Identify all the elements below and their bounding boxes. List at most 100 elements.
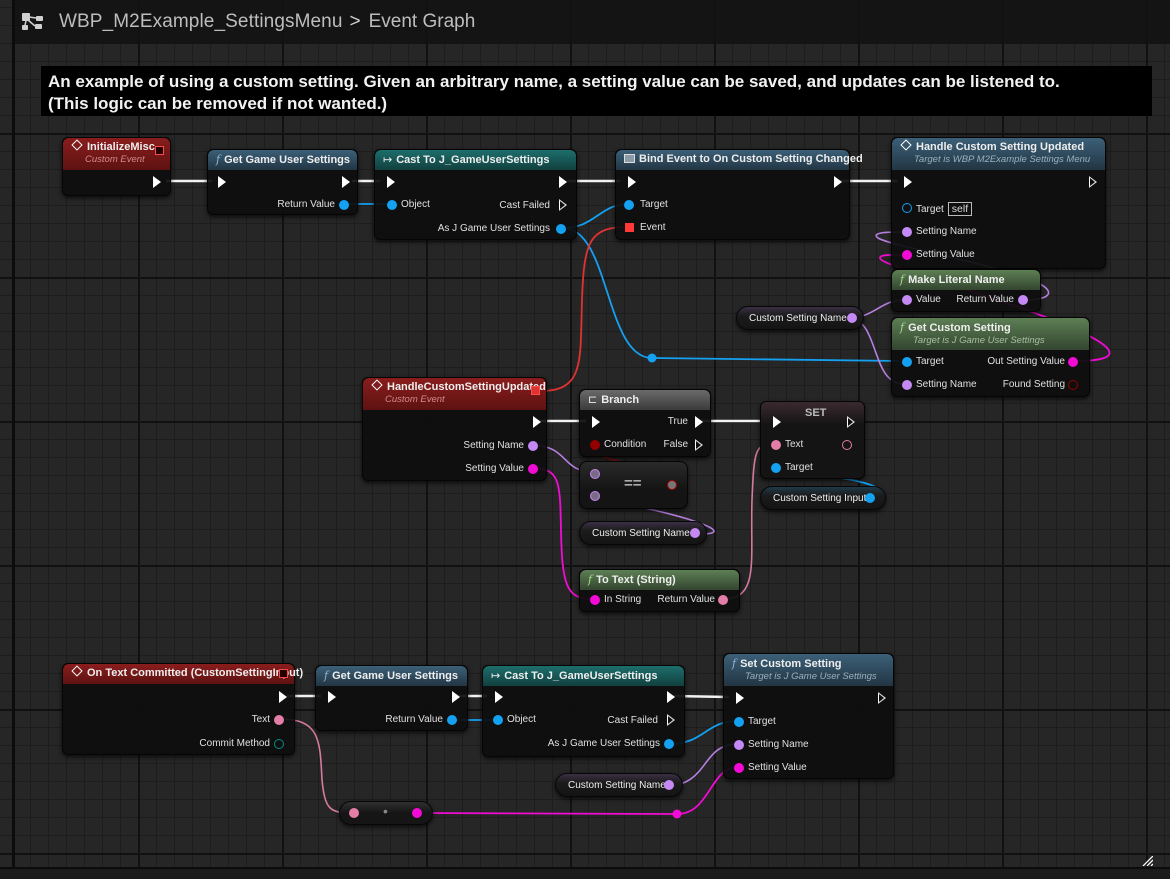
variable-output-pin[interactable] <box>865 493 875 503</box>
setting-name-pin[interactable] <box>734 740 744 750</box>
variable-get-custom-setting-name[interactable]: Custom Setting Name <box>736 306 864 330</box>
variable-output-pin[interactable] <box>690 528 700 538</box>
exec-out-pin[interactable] <box>153 176 161 188</box>
exec-in-pin[interactable] <box>904 176 912 188</box>
return-value-pin[interactable] <box>1018 295 1028 305</box>
comment-box[interactable]: An example of using a custom setting. Gi… <box>41 66 1152 116</box>
return-value-pin[interactable] <box>447 715 457 725</box>
pin-label: In String <box>604 594 642 605</box>
setting-value-pin[interactable] <box>734 763 744 773</box>
b-pin[interactable] <box>590 491 600 501</box>
exec-in-pin[interactable] <box>387 176 395 188</box>
exec-out-pin[interactable] <box>834 176 842 188</box>
node-cast-to-game-user-settings[interactable]: ↦Cast To J_GameUserSettings Object Cast … <box>482 665 685 757</box>
exec-out-pin[interactable] <box>667 691 675 703</box>
out-setting-value-pin[interactable] <box>1068 357 1078 367</box>
setting-value-pin[interactable] <box>902 250 912 260</box>
object-pin[interactable] <box>493 715 503 725</box>
node-set-text[interactable]: SET Text Target <box>760 401 865 479</box>
node-equals[interactable]: == <box>579 461 688 509</box>
in-string-pin[interactable] <box>590 595 600 605</box>
resize-grip-icon[interactable] <box>1141 856 1153 866</box>
setting-name-pin[interactable] <box>902 227 912 237</box>
setting-value-pin[interactable] <box>528 464 538 474</box>
delegate-pin[interactable] <box>155 146 164 155</box>
target-pin[interactable] <box>771 463 781 473</box>
target-pin[interactable] <box>902 203 912 213</box>
node-bind-event[interactable]: Bind Event to On Custom Setting Changed … <box>615 149 863 240</box>
exec-in-pin[interactable] <box>773 416 781 428</box>
function-icon: f <box>324 669 329 682</box>
value-pin[interactable] <box>902 295 912 305</box>
exec-out-pin[interactable] <box>847 416 855 428</box>
variable-get-custom-setting-input[interactable]: Custom Setting Input <box>760 486 886 510</box>
exec-out-pin[interactable] <box>533 416 541 428</box>
variable-get-custom-setting-name[interactable]: Custom Setting Name <box>555 773 683 797</box>
found-setting-pin[interactable] <box>1068 380 1078 390</box>
exec-out-pin[interactable] <box>878 692 886 704</box>
false-exec-pin[interactable] <box>695 439 703 451</box>
setting-name-pin[interactable] <box>528 441 538 451</box>
commit-method-pin[interactable] <box>274 739 284 749</box>
exec-out-pin[interactable] <box>279 691 287 703</box>
variable-output-pin[interactable] <box>847 313 857 323</box>
target-pin[interactable] <box>902 357 912 367</box>
exec-in-pin[interactable] <box>328 691 336 703</box>
variable-label: Custom Setting Name <box>592 528 690 539</box>
node-initialize-misc[interactable]: InitializeMisc Custom Event <box>62 137 171 196</box>
delegate-pin[interactable] <box>279 669 288 678</box>
exec-out-pin[interactable] <box>452 691 460 703</box>
as-output-pin[interactable] <box>556 224 566 234</box>
conversion-input-pin[interactable] <box>349 808 359 818</box>
return-value-pin[interactable] <box>339 200 349 210</box>
conversion-output-pin[interactable] <box>412 808 422 818</box>
target-self-field[interactable]: self <box>947 202 973 216</box>
node-handle-custom-setting-updated-event[interactable]: HandleCustomSettingUpdated Custom Event … <box>362 377 547 481</box>
panel-bottom-edge <box>0 867 1170 879</box>
event-delegate-pin[interactable] <box>625 223 634 232</box>
cast-failed-pin[interactable] <box>667 714 675 726</box>
object-pin[interactable] <box>387 200 397 210</box>
exec-in-pin[interactable] <box>592 416 600 428</box>
target-pin[interactable] <box>734 717 744 727</box>
blueprint-name-link[interactable]: WBP_M2Example_SettingsMenu <box>59 11 343 32</box>
return-value-pin[interactable] <box>718 595 728 605</box>
variable-get-custom-setting-name[interactable]: Custom Setting Name <box>579 521 707 545</box>
a-pin[interactable] <box>590 469 600 479</box>
as-output-pin[interactable] <box>664 739 674 749</box>
pin-label: True <box>667 416 688 427</box>
cast-icon: ↦ <box>383 154 393 166</box>
exec-out-pin[interactable] <box>342 176 350 188</box>
delegate-pin[interactable] <box>531 386 540 395</box>
exec-out-pin[interactable] <box>559 176 567 188</box>
condition-pin[interactable] <box>590 440 600 450</box>
cast-failed-pin[interactable] <box>559 199 567 211</box>
exec-out-pin[interactable] <box>1089 176 1097 188</box>
node-branch[interactable]: ⊏Branch True Condition False <box>579 389 711 457</box>
node-handle-custom-setting-updated-call[interactable]: Handle Custom Setting Updated Target is … <box>891 137 1106 269</box>
exec-in-pin[interactable] <box>736 692 744 704</box>
node-subtitle: Custom Event <box>85 154 145 165</box>
setting-name-pin[interactable] <box>902 380 912 390</box>
true-exec-pin[interactable] <box>695 416 703 428</box>
text-pin[interactable] <box>771 440 781 450</box>
node-on-text-committed[interactable]: On Text Committed (CustomSettingInput) T… <box>62 663 303 755</box>
branch-icon: ⊏ <box>588 394 598 406</box>
target-pin[interactable] <box>624 200 634 210</box>
text-output-pin[interactable] <box>842 440 852 450</box>
text-pin[interactable] <box>274 715 284 725</box>
node-text-to-string-conversion[interactable]: • <box>339 801 433 825</box>
exec-in-pin[interactable] <box>218 176 226 188</box>
result-pin[interactable] <box>667 480 677 490</box>
node-cast-to-game-user-settings[interactable]: ↦Cast To J_GameUserSettings Object Cast … <box>374 149 577 240</box>
exec-in-pin[interactable] <box>628 176 636 188</box>
exec-in-pin[interactable] <box>495 691 503 703</box>
variable-output-pin[interactable] <box>664 780 674 790</box>
